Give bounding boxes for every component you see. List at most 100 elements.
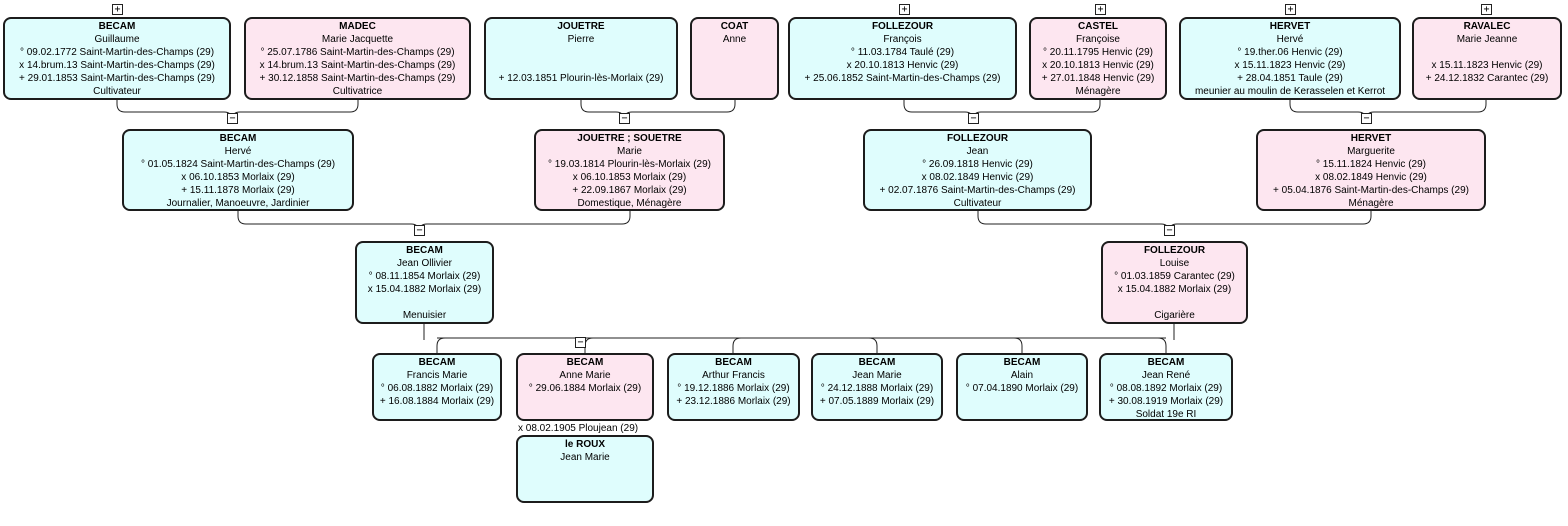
person-detail-line: x 20.10.1813 Henvic (29) [846, 60, 959, 71]
person-detail-line: Cultivateur [953, 198, 1002, 209]
person-detail-line [958, 408, 1086, 419]
person-surname: BECAM [1147, 357, 1185, 368]
person-surname: BECAM [98, 21, 136, 32]
person-detail-line: + 23.12.1886 Morlaix (29) [676, 396, 791, 407]
person-surname: BECAM [715, 357, 752, 368]
person-detail-line: ° 24.12.1888 Morlaix (29) [820, 383, 934, 394]
person-surname: BECAM [1003, 357, 1041, 368]
person-detail-line [518, 490, 652, 501]
person-surname: BECAM [418, 357, 456, 368]
person-given-name: Anne [722, 34, 747, 45]
person-surname: RAVALEC [1463, 21, 1511, 32]
person-detail-line: x 15.11.1823 Henvic (29) [1234, 60, 1346, 71]
person-given-name: François [883, 34, 922, 45]
person-surname: BECAM [406, 245, 443, 256]
collapse-toggle-q1[interactable]: − [227, 113, 238, 124]
person-detail-line: x 14.brum.13 Saint-Martin-des-Champs (29… [259, 60, 456, 71]
person-given-name: Jean [966, 146, 989, 157]
person-detail-line: ° 19.03.1814 Plourin-lès-Morlaix (29) [548, 159, 711, 170]
person-detail-line [518, 408, 652, 419]
connector-line [1289, 100, 1367, 121]
person-surname: HERVET [1269, 21, 1311, 32]
person-detail-line [518, 464, 652, 477]
connector-line [977, 211, 1170, 233]
connector-line [1168, 211, 1372, 233]
person-detail-line [790, 85, 1015, 98]
person-detail-line: + 25.06.1852 Saint-Martin-des-Champs (29… [804, 73, 1001, 84]
person-detail-line: Menuisier [402, 310, 447, 321]
connector-line [623, 100, 736, 121]
person-detail-line: + 02.07.1876 Saint-Martin-des-Champs (29… [879, 185, 1076, 196]
connector-line [237, 211, 420, 233]
person-detail-line: Cultivatrice [332, 86, 383, 97]
person-detail-line: Cultivateur [93, 86, 141, 97]
person-given-name: Jean René [1141, 370, 1191, 381]
person-detail-line: ° 20.11.1795 Henvic (29) [1043, 47, 1153, 58]
person-detail-line: meunier au moulin de Kerasselen et Kerro… [1194, 86, 1386, 97]
person-detail-line: x 15.04.1882 Morlaix (29) [367, 284, 482, 295]
person-detail-line: ° 11.03.1784 Taulé (29) [850, 47, 955, 58]
person-given-name: Louise [1159, 258, 1190, 269]
person-detail-line [374, 408, 500, 419]
person-detail-line: + 05.04.1876 Saint-Martin-des-Champs (29… [1273, 185, 1469, 196]
expand-toggle-p5[interactable]: + [899, 4, 910, 15]
collapse-toggle-q4[interactable]: − [1361, 113, 1372, 124]
person-detail-line: Domestique, Ménagère [577, 198, 682, 209]
expand-toggle-p8[interactable]: + [1481, 4, 1492, 15]
person-detail-line [692, 85, 777, 98]
connector-line [732, 337, 742, 353]
person-detail-line: + 30.08.1919 Morlaix (29) [1108, 396, 1224, 407]
person-detail-line: + 28.04.1851 Taule (29) [1237, 73, 1343, 84]
person-given-name: Marie Jacquette [321, 34, 394, 45]
person-detail-line: + 22.09.1867 Morlaix (29) [572, 185, 687, 196]
expand-toggle-p1[interactable]: + [112, 4, 123, 15]
connector-line [740, 337, 878, 353]
collapse-toggle-q2[interactable]: − [619, 113, 630, 124]
connector-line [231, 100, 359, 121]
person-detail-line [1414, 85, 1560, 98]
connector-line [418, 211, 631, 233]
person-detail-line: Soldat 19e RI [1135, 409, 1197, 420]
expand-toggle-p7[interactable]: + [1285, 4, 1296, 15]
person-given-name: Marie Jeanne [1456, 34, 1518, 45]
person-detail-line: ° 19.12.1886 Morlaix (29) [677, 383, 790, 394]
person-detail-line: ° 19.ther.06 Henvic (29) [1237, 47, 1343, 58]
person-given-name: Jean Marie [560, 452, 610, 463]
collapse-toggle-r2[interactable]: − [1164, 225, 1175, 236]
collapse-toggle-r1[interactable]: − [414, 225, 425, 236]
expand-toggle-p6[interactable]: + [1095, 4, 1106, 15]
person-detail-line [1103, 296, 1246, 309]
person-detail-line: + 16.08.1884 Morlaix (29) [379, 396, 495, 407]
marriage-label: x 08.02.1905 Ploujean (29) [518, 423, 639, 434]
person-surname: CASTEL [1078, 21, 1118, 32]
connector-line [903, 100, 974, 121]
person-surname: HERVET [1350, 133, 1392, 144]
collapse-toggle-q3[interactable]: − [968, 113, 979, 124]
person-detail-line: ° 07.04.1890 Morlaix (29) [965, 383, 1079, 394]
person-detail-line: + 12.03.1851 Plourin-lès-Morlaix (29) [498, 73, 664, 84]
person-detail-line: x 20.10.1813 Henvic (29) [1042, 60, 1154, 71]
person-surname: MADEC [339, 21, 376, 32]
collapse-toggle-c2[interactable]: − [575, 337, 586, 348]
